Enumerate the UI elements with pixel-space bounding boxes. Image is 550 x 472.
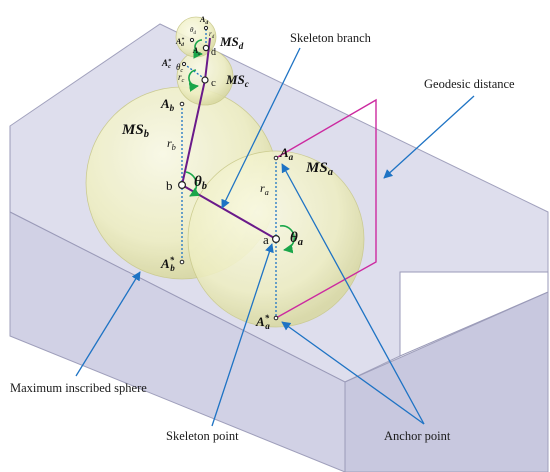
angle-label-c: θc (176, 62, 183, 74)
anchor-dot-Ad-star (189, 37, 195, 43)
leader-geodesic (383, 95, 475, 179)
anchor-label-Aa: Aa (279, 145, 294, 162)
leader-skeleton-point (211, 243, 274, 427)
leader-skeleton-branch (221, 47, 301, 209)
box-notch (399, 271, 549, 357)
angle-label-d: θd (190, 26, 196, 36)
radius-line-c (183, 63, 206, 80)
angle-arc-a (279, 225, 295, 254)
anchor-dot-Ad (203, 25, 209, 31)
skeleton-points (178, 44, 281, 244)
anchor-label-Ad: Ad (199, 15, 208, 26)
leader-anchor-2 (281, 321, 425, 425)
angle-arcs (185, 39, 295, 254)
point-label-d: d (211, 47, 216, 58)
skeleton-point-c (201, 76, 209, 84)
sphere-label-a: MSa (305, 160, 333, 178)
angle-arc-b (185, 171, 200, 197)
radius-label-c: rc (178, 72, 185, 84)
sphere-label-c: MSc (225, 72, 249, 89)
anchor-label-Ab: Ab (160, 96, 175, 113)
anchor-dot-Ac-star (181, 61, 187, 67)
point-label-c: c (211, 77, 216, 89)
radius-label-b: rb (167, 136, 176, 152)
box-front-face (9, 211, 346, 472)
angle-label-a: θa (290, 230, 303, 248)
radius-label-d: rd (209, 30, 215, 40)
anchor-dots (179, 25, 279, 321)
anchor-label-Ab-star: A*b (160, 255, 175, 273)
anchor-dot-Ab-star (179, 259, 185, 265)
leader-arrows (75, 47, 475, 427)
anchor-dot-Aa (273, 155, 279, 161)
angle-arc-d (193, 39, 203, 59)
angle-arc-c (188, 69, 199, 92)
leader-anchor-1 (281, 163, 425, 425)
anchor-label-Ad-star: A*d (175, 36, 184, 48)
anchor-dot-Aa-star (273, 315, 279, 321)
skeleton-branch-line (180, 37, 277, 240)
angle-label-b: θb (194, 174, 207, 192)
label-anchor-point: Anchor point (384, 429, 451, 443)
label-geodesic-distance: Geodesic distance (424, 77, 515, 91)
anchor-label-Aa-star: A*a (255, 313, 270, 331)
geodesic-path (275, 98, 377, 319)
sphere-label-b: MSb (121, 122, 149, 140)
point-label-a: a (263, 232, 269, 247)
label-max-inscribed-sphere: Maximum inscribed sphere (10, 381, 147, 395)
leader-max-sphere (75, 271, 141, 377)
skeleton-point-a (272, 235, 281, 244)
anchor-label-Ac: Ac (192, 46, 201, 57)
point-label-b: b (166, 178, 173, 193)
anchor-dot-Ab (179, 101, 185, 107)
radius-label-a: ra (260, 181, 269, 197)
skeleton-point-d (202, 44, 210, 52)
box-right-face (344, 291, 549, 472)
skeleton-point-b (178, 181, 187, 190)
label-skeleton-branch: Skeleton branch (290, 31, 372, 45)
anchor-label-Ac-star: A*c (161, 58, 172, 70)
sphere-label-d: MSd (219, 34, 244, 51)
label-skeleton-point: Skeleton point (166, 429, 239, 443)
